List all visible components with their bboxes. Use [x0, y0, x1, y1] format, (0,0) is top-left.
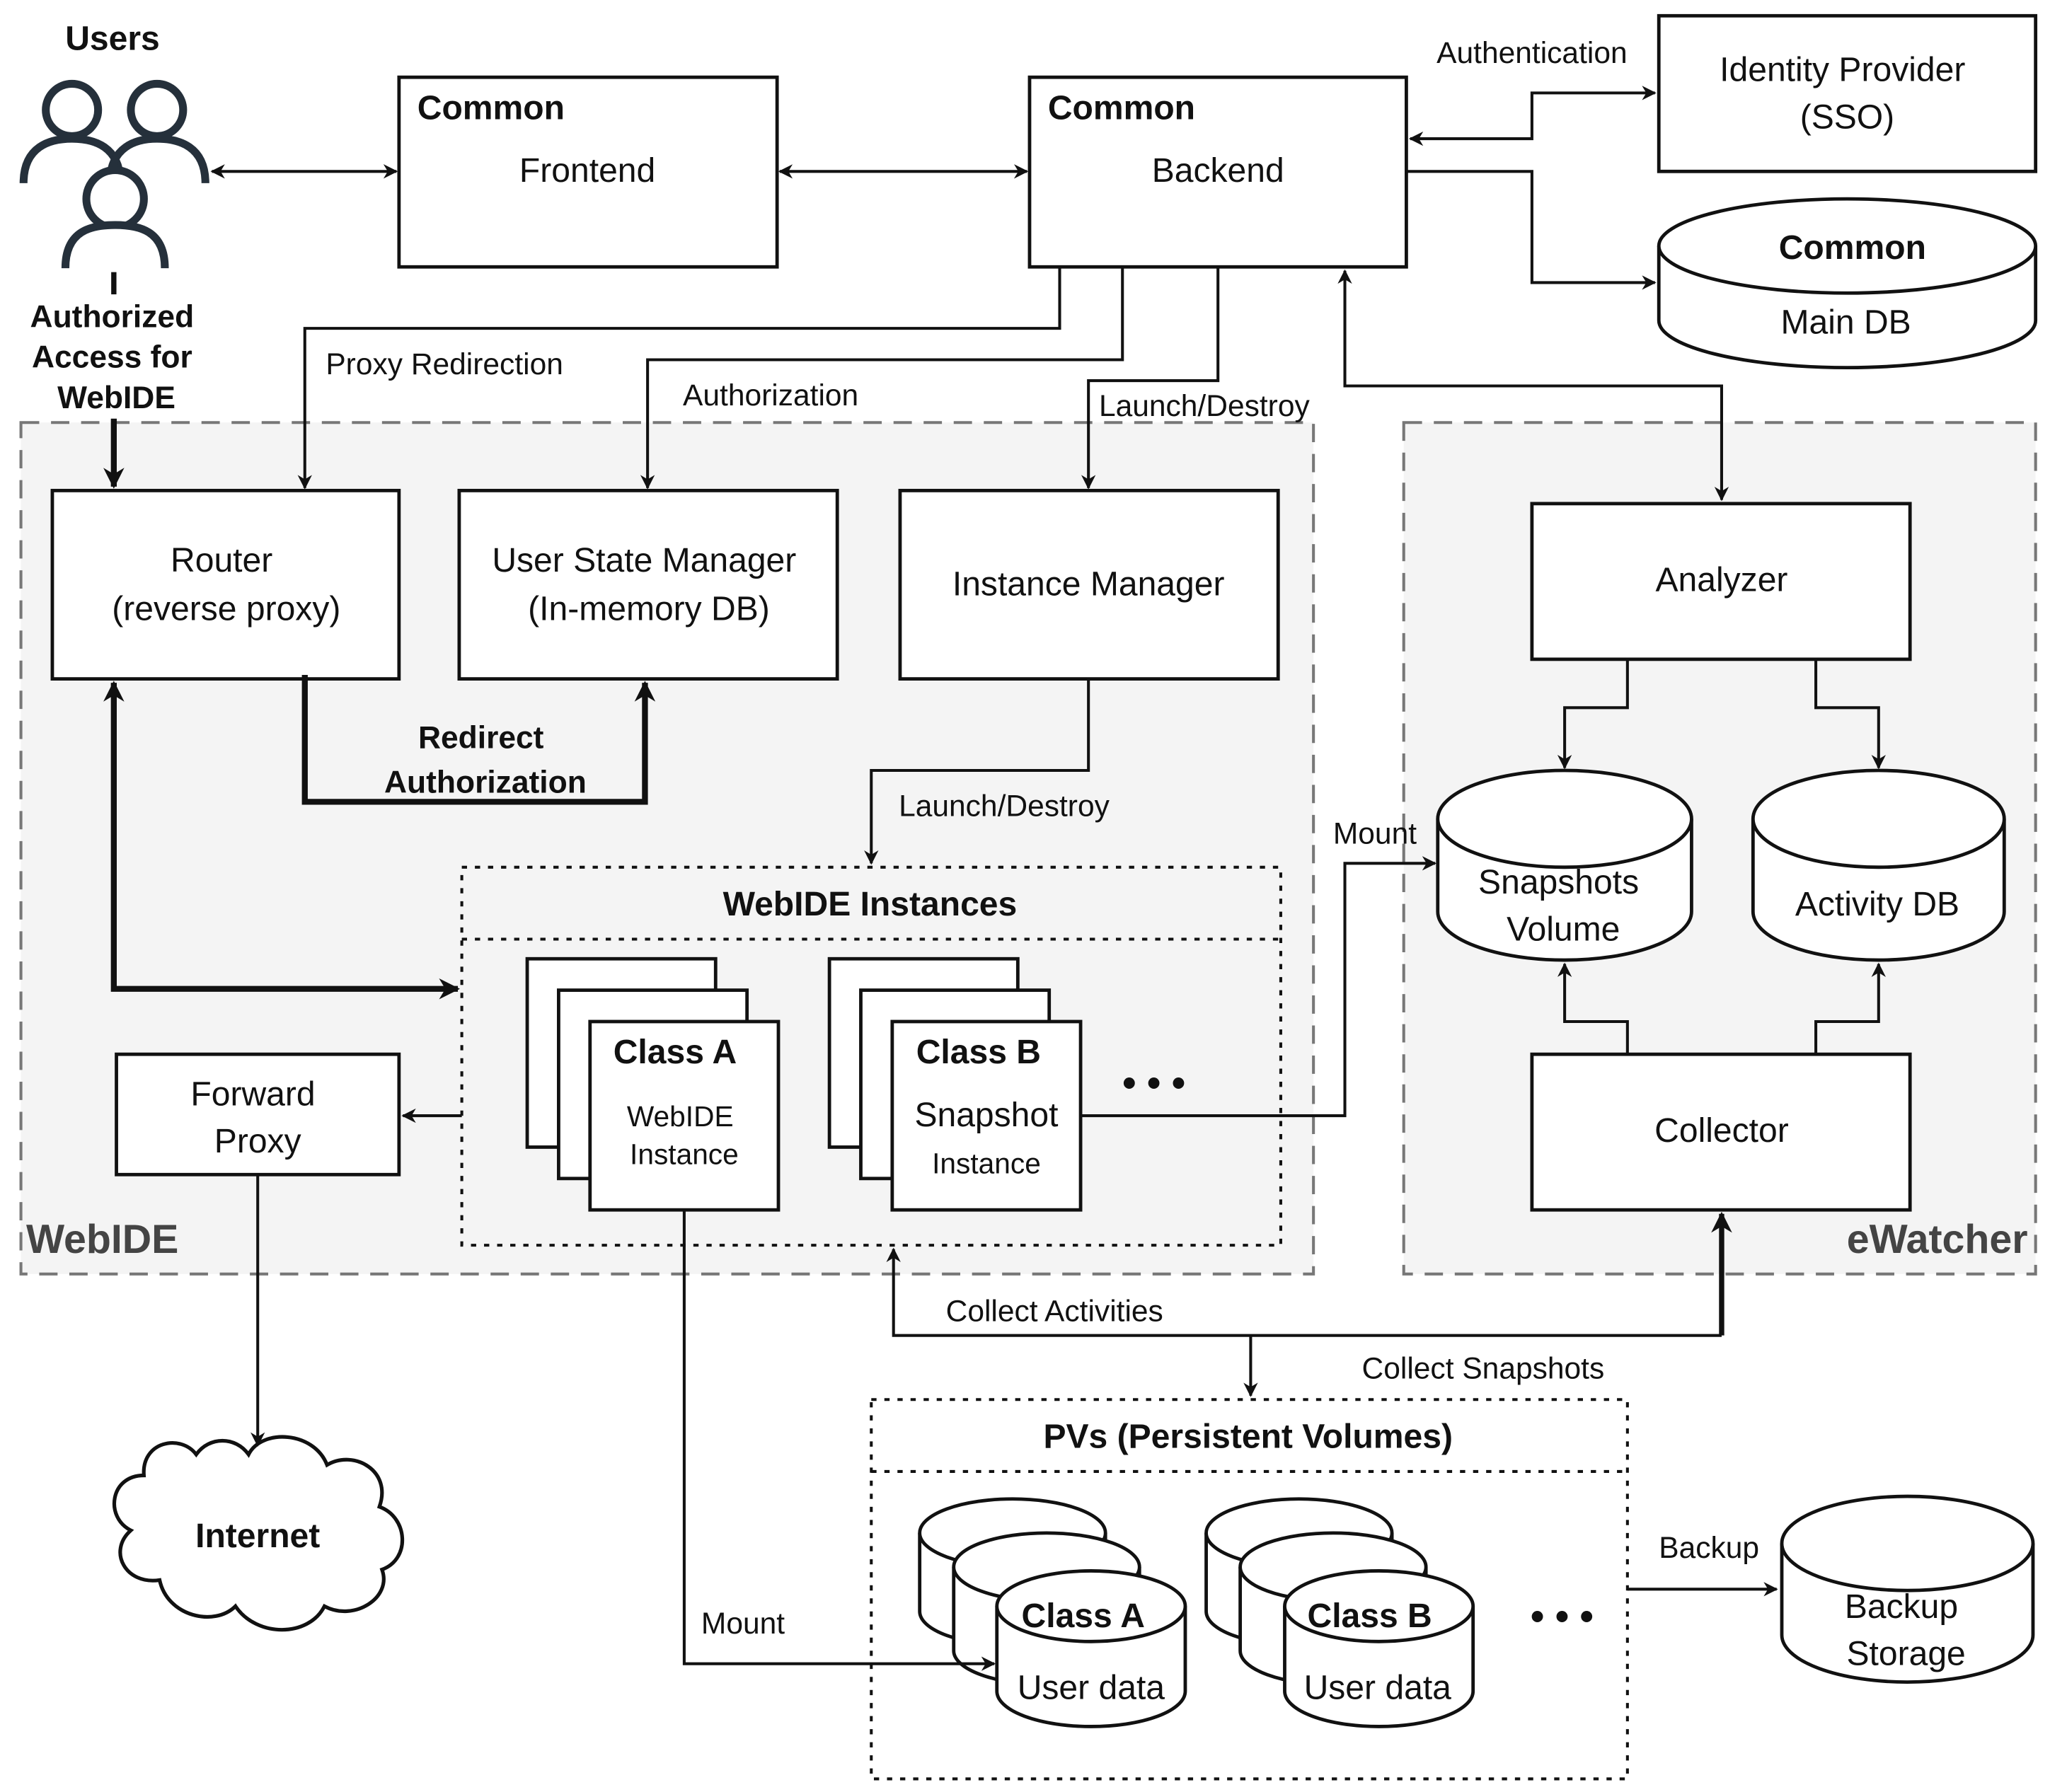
- router-instances-arrow: [103, 681, 461, 1000]
- internet-label: Internet: [195, 1517, 320, 1555]
- proxy-redirection-label: Proxy Redirection: [326, 348, 563, 381]
- router-box: Router (reverse proxy): [50, 488, 401, 681]
- class-b-instance-tag: Class B: [916, 1033, 1041, 1071]
- pvs-title: PVs (Persistent Volumes): [1043, 1418, 1453, 1456]
- collector-activitydb-arrow: [1814, 962, 1886, 1055]
- mount-snapshots-label: Mount: [1333, 818, 1417, 851]
- launch-destroy-arrow-instances: [864, 678, 1090, 865]
- class-b-pv-stack: Class B User data: [1204, 1497, 1475, 1728]
- backend-maindb-arrow: [1406, 170, 1657, 290]
- backup-storage-label: Backup Storage: [1845, 1588, 1968, 1673]
- class-b-instance-stack: Class B Snapshot Instance: [827, 956, 1083, 1212]
- main-db-label: Main DB: [1780, 304, 1911, 342]
- frontend-box: Common Frontend: [397, 75, 779, 269]
- analyzer-activitydb-arrow: [1814, 659, 1886, 770]
- analyzer-label: Analyzer: [1655, 561, 1787, 599]
- backend-tag: Common: [1048, 88, 1195, 127]
- snapshots-volume-cylinder: Snapshots Volume: [1436, 768, 1693, 962]
- activity-db-label: Activity DB: [1795, 885, 1959, 923]
- users: Users Authorized Access for WebIDE: [19, 19, 209, 415]
- launch-destroy-label-instances: Launch/Destroy: [899, 790, 1110, 823]
- user-state-manager-box: User State Manager (In-memory DB): [457, 488, 839, 681]
- user-state-manager-label: User State Manager (In-memory DB): [492, 541, 805, 628]
- backup-label: Backup: [1659, 1532, 1759, 1565]
- users-icon: [19, 79, 209, 269]
- forward-proxy-box: Forward Proxy: [115, 1052, 401, 1177]
- backend-idp-arrow: [1408, 86, 1657, 146]
- class-a-instance-stack: Class A WebIDE Instance: [525, 956, 781, 1212]
- analyzer-box: Analyzer: [1530, 502, 1912, 661]
- authorization-arrow: [640, 267, 1124, 490]
- mount-pvs-arrow: [682, 1210, 996, 1671]
- authentication-label: Authentication: [1436, 37, 1627, 70]
- collect-activities-arrow: [886, 1247, 1722, 1337]
- main-db-cylinder: Common Main DB: [1657, 197, 2038, 370]
- class-b-pv-label: User data: [1304, 1669, 1452, 1707]
- collect-activities-label: Collect Activities: [946, 1295, 1163, 1328]
- backend-analyzer-arrow: [1337, 269, 1729, 502]
- users-title: Users: [65, 19, 160, 57]
- class-a-instance-label: WebIDE Instance: [627, 1100, 742, 1171]
- instance-manager-box: Instance Manager: [898, 488, 1280, 681]
- router-label: Router (reverse proxy): [112, 541, 340, 628]
- forward-proxy-label: Forward Proxy: [190, 1075, 325, 1160]
- mount-pvs-label: Mount: [701, 1607, 785, 1641]
- snapshots-volume-label: Snapshots Volume: [1478, 863, 1648, 949]
- instance-manager-label: Instance Manager: [952, 565, 1225, 603]
- class-b-instance-line2: Instance: [932, 1147, 1041, 1179]
- launch-destroy-arrow-top: [1081, 267, 1220, 490]
- webide-group-title: WebIDE: [26, 1217, 178, 1262]
- analyzer-snapshots-arrow: [1557, 659, 1629, 770]
- identity-provider-box: Identity Provider (SSO): [1657, 13, 2038, 173]
- class-a-pv-label: User data: [1018, 1669, 1165, 1707]
- internet-cloud: Internet: [113, 1435, 405, 1632]
- activity-db-cylinder: Activity DB: [1751, 768, 2006, 962]
- instances-more-ellipsis: • • •: [1122, 1060, 1185, 1104]
- class-b-instance-line1: Snapshot: [914, 1096, 1058, 1134]
- proxy-redirection-arrow: [297, 267, 1061, 490]
- class-a-instance-tag: Class A: [614, 1033, 737, 1071]
- frontend-tag: Common: [418, 88, 565, 127]
- pvs-more-ellipsis: • • •: [1531, 1595, 1594, 1638]
- frontend-label: Frontend: [519, 151, 655, 190]
- launch-destroy-label-top: Launch/Destroy: [1099, 390, 1311, 423]
- backend-box: Common Backend: [1027, 75, 1408, 269]
- ewatcher-group-title: eWatcher: [1847, 1217, 2028, 1262]
- identity-provider-label: Identity Provider (SSO): [1720, 51, 1975, 137]
- connectors: [103, 86, 1886, 1671]
- collect-snapshots-label: Collect Snapshots: [1362, 1353, 1605, 1386]
- authorized-access-label: Authorized Access for WebIDE: [30, 299, 203, 415]
- collector-box: Collector: [1530, 1052, 1912, 1212]
- backend-label: Backend: [1152, 151, 1284, 190]
- backup-storage-cylinder: Backup Storage: [1780, 1494, 2035, 1684]
- class-a-pv-stack: Class A User data: [918, 1497, 1187, 1728]
- mount-snapshots-arrow: [1081, 856, 1437, 1118]
- class-a-pv-tag: Class A: [1022, 1597, 1145, 1635]
- authorization-label: Authorization: [683, 379, 858, 412]
- webide-instances-title: WebIDE Instances: [723, 885, 1018, 923]
- collector-snapshots-arrow: [1557, 962, 1629, 1055]
- main-db-tag: Common: [1779, 229, 1926, 267]
- edge-labels: Authentication Proxy Redirection Authori…: [326, 37, 1759, 1641]
- collector-label: Collector: [1654, 1111, 1789, 1150]
- class-b-pv-tag: Class B: [1308, 1597, 1432, 1635]
- redirect-authorization-label: Redirect Authorization: [384, 721, 587, 800]
